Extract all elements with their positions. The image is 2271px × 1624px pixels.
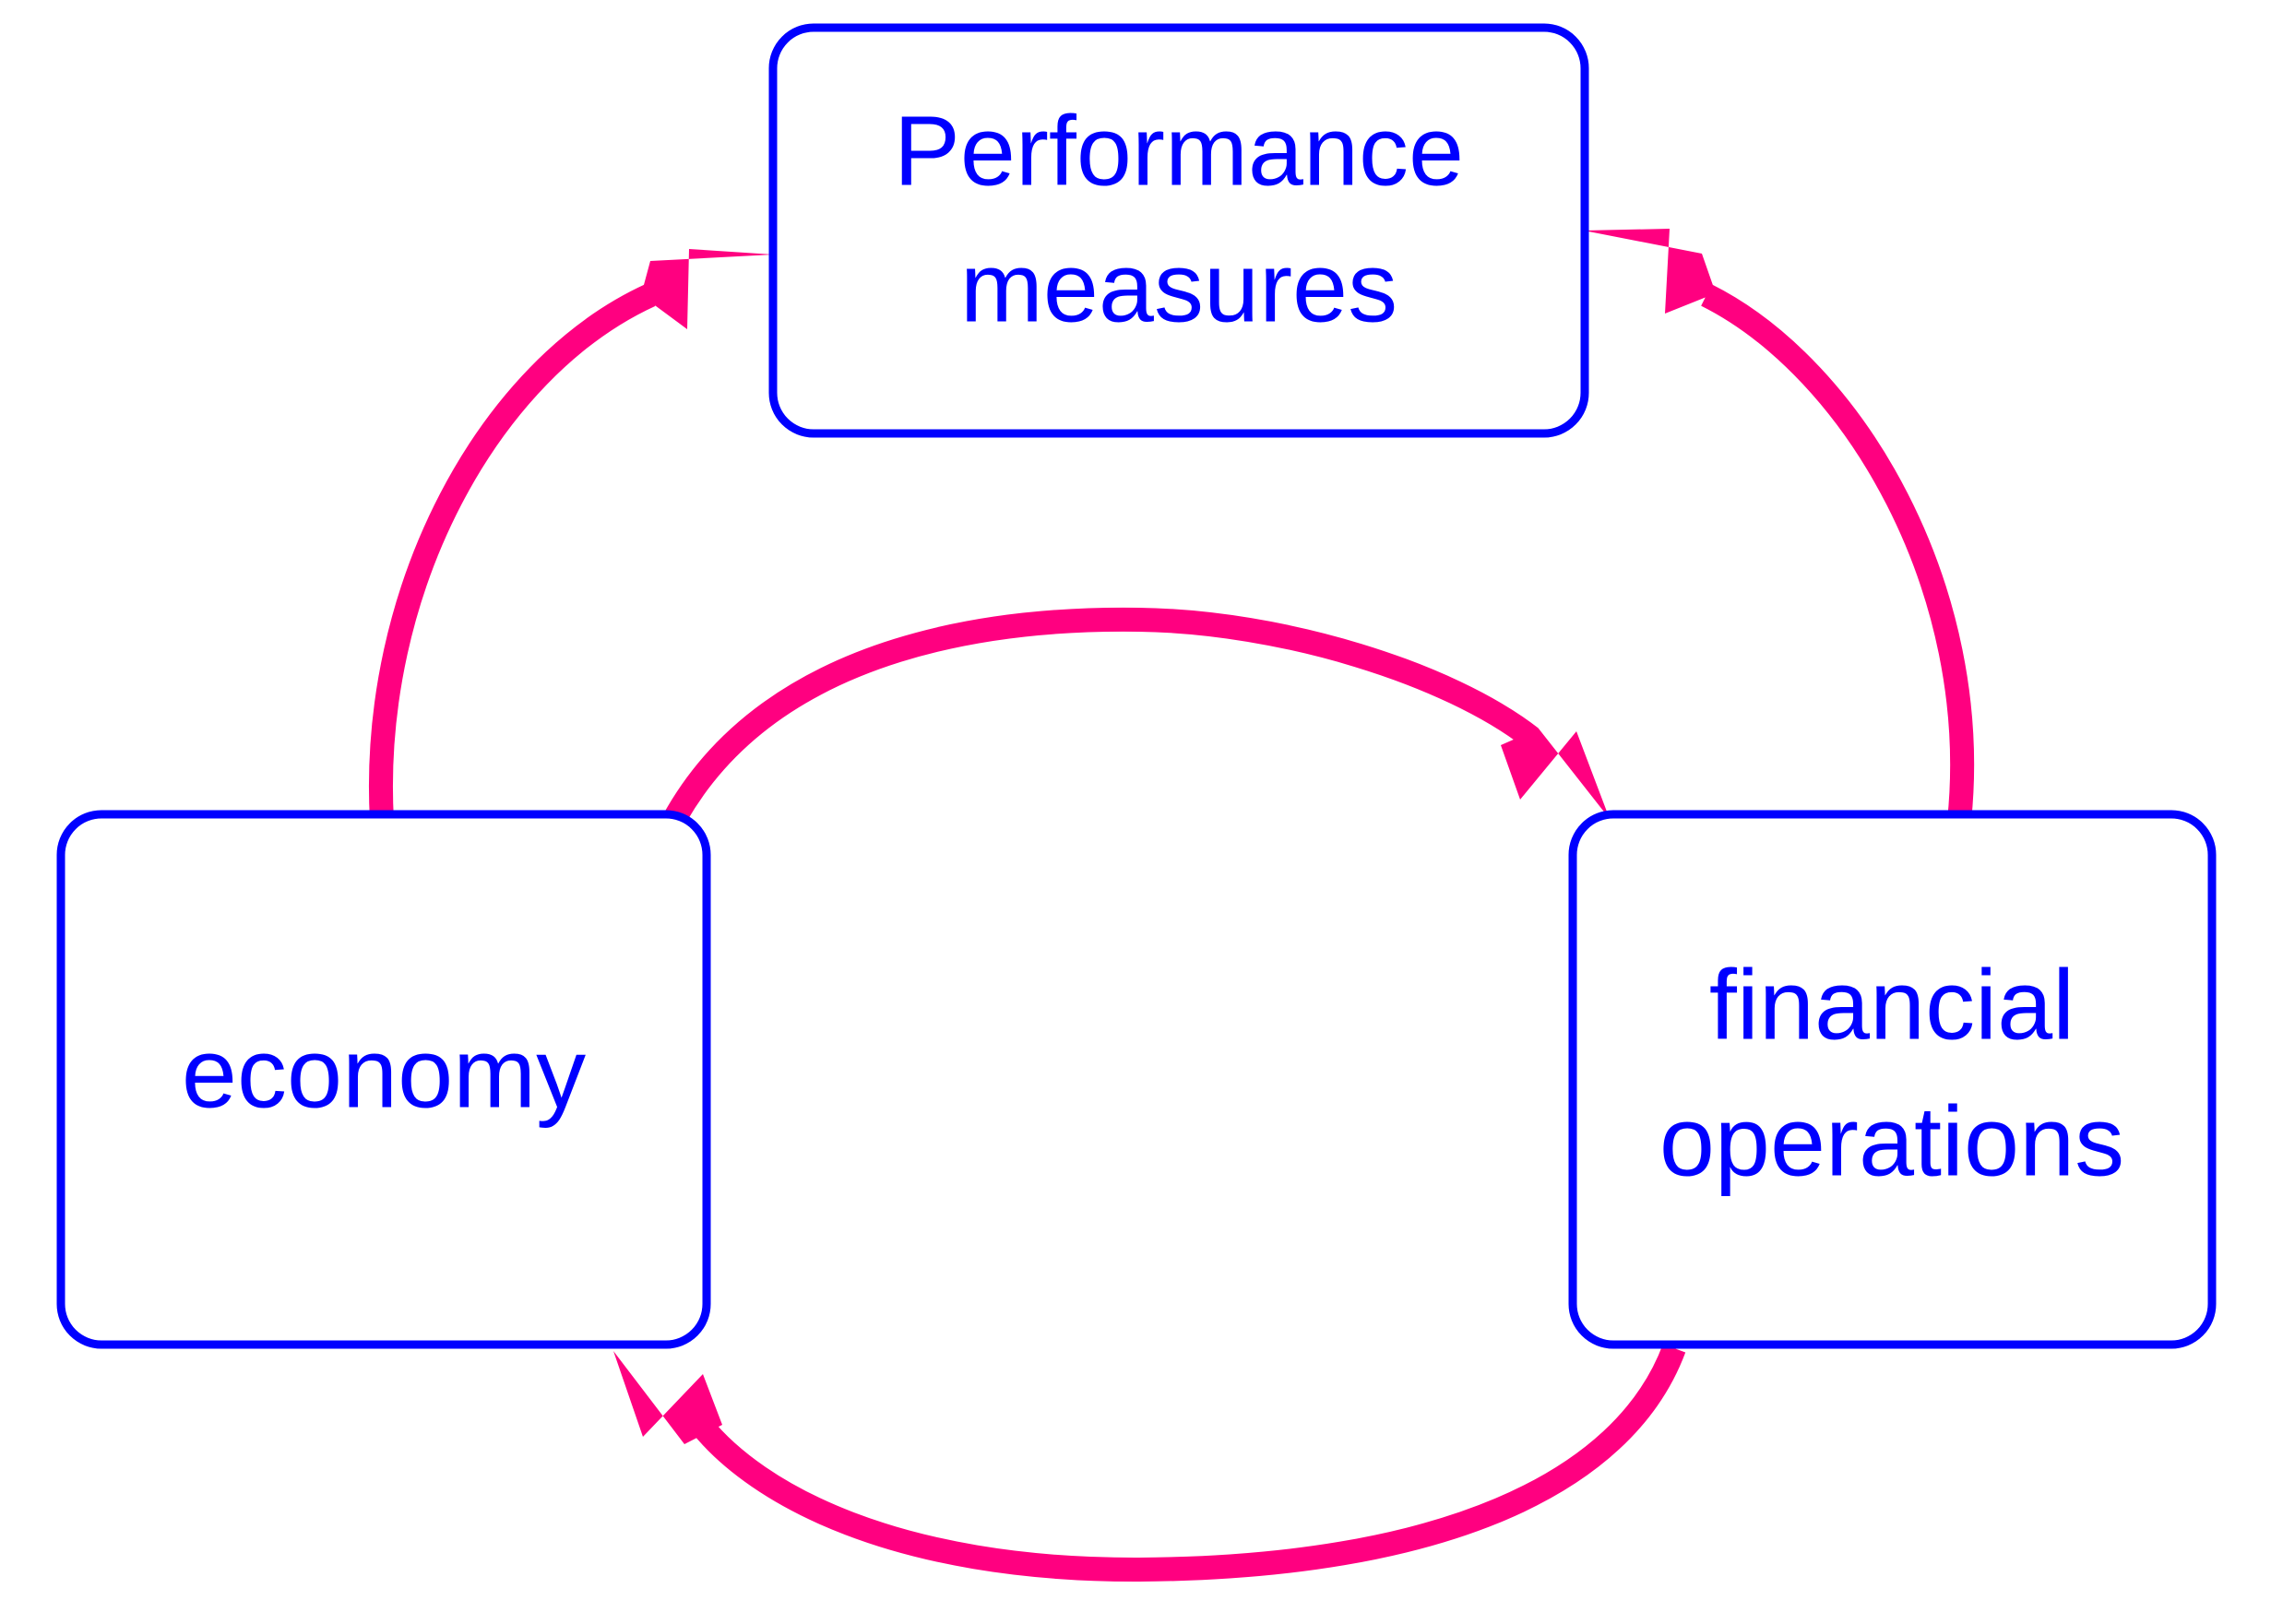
arrow-economy-to-performance-measures-shaft	[369, 284, 656, 822]
node-performance-measures-label-line2: measures	[960, 231, 1397, 343]
node-economy-label: economy	[182, 1017, 586, 1129]
node-performance-measures-label-line1: Performance	[894, 95, 1464, 207]
arrow-financial-operations-to-economy-head	[613, 1351, 722, 1444]
arrow-financial-operations-to-performance-measures	[1584, 229, 1975, 823]
node-economy[interactable]: economy	[56, 810, 711, 1349]
arrow-financial-operations-to-economy	[613, 1344, 1686, 1583]
arrow-financial-operations-to-performance-measures-shaft	[1701, 284, 1975, 823]
node-economy-box[interactable]	[56, 810, 711, 1349]
arrow-financial-operations-to-performance-measures-head	[1584, 229, 1716, 314]
node-performance-measures-box[interactable]	[768, 23, 1589, 438]
arrow-economy-to-financial-operations	[662, 607, 1610, 827]
node-financial-operations-box[interactable]	[1568, 810, 2217, 1349]
arrow-economy-to-financial-operations-shaft	[662, 607, 1539, 827]
node-financial-operations[interactable]: financial operations	[1568, 810, 2217, 1349]
node-performance-measures[interactable]: Performance measures	[768, 23, 1589, 438]
arrow-economy-to-financial-operations-head	[1501, 729, 1610, 819]
arrow-economy-to-performance-measures-head	[641, 249, 773, 329]
node-financial-operations-label-line1: financial	[1709, 949, 2075, 1061]
arrow-financial-operations-to-economy-shaft	[691, 1344, 1686, 1583]
arrow-economy-to-performance-measures	[369, 249, 773, 822]
node-financial-operations-label-line2: operations	[1659, 1085, 2124, 1197]
